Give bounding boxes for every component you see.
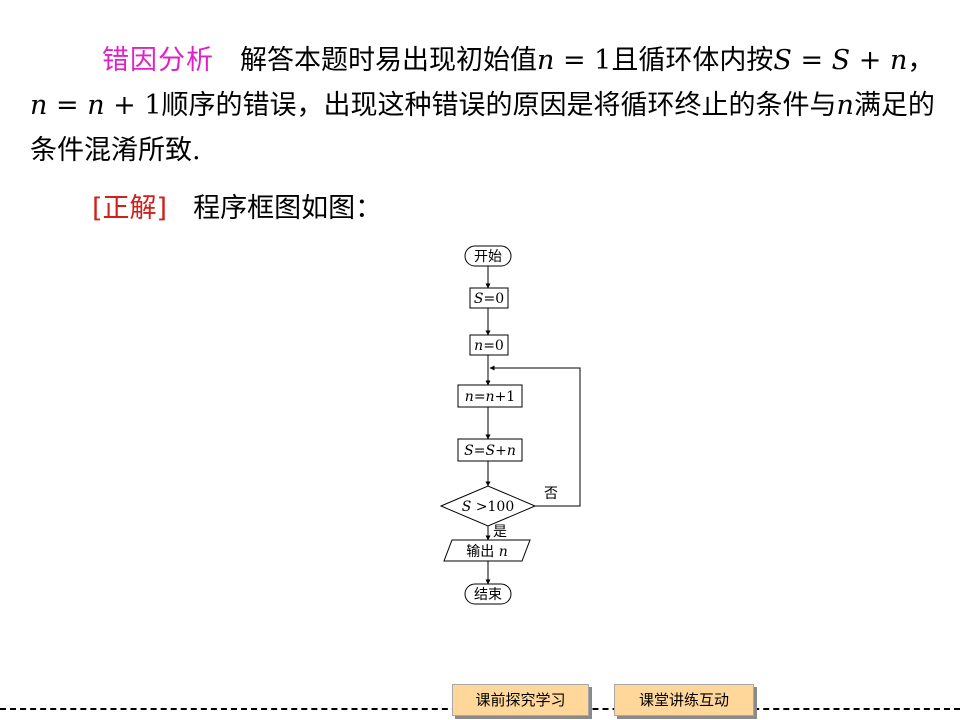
var-n: n — [889, 45, 908, 76]
text-segment: = 1且循环体内按 — [554, 45, 774, 76]
text-segment: + — [850, 45, 890, 76]
increment-n-label: n=n+1 — [465, 389, 515, 405]
text-segment: = — [791, 45, 832, 76]
text-segment: ， — [907, 45, 935, 76]
flowchart: 开始 S=0 n=0 n=n+1 S=S+n S >100 否 是 输出 n 结… — [439, 245, 581, 605]
next-section-button[interactable]: 课堂讲练互动 — [614, 684, 754, 716]
prev-section-button[interactable]: 课前探究学习 — [452, 684, 589, 716]
end-label: 结束 — [474, 587, 502, 603]
output-parallelogram — [443, 539, 531, 562]
var-s: S — [773, 45, 792, 76]
var-n: n — [836, 90, 854, 121]
init-s-label: S=0 — [474, 291, 504, 307]
yes-label: 是 — [493, 524, 507, 540]
text-segment: 解答本题时易出现初始值 — [240, 45, 537, 76]
condition-label: S >100 — [462, 499, 515, 515]
accumulate-s-label: S=S+n — [464, 443, 516, 459]
error-analysis-paragraph: 错因分析解答本题时易出现初始值n = 1且循环体内按S = S + n，n = … — [30, 38, 935, 173]
solution-paragraph: [正解] 程序框图如图： — [92, 186, 960, 231]
solution-text: 程序框图如图： — [193, 193, 383, 224]
var-s: S — [831, 45, 851, 76]
solution-tag: [正解] — [92, 193, 168, 224]
output-label: 输出 n — [466, 544, 507, 560]
text-segment: = — [47, 90, 88, 121]
loop-back-arrow — [489, 365, 581, 507]
var-n: n — [537, 45, 555, 76]
var-n: n — [30, 90, 48, 121]
text-segment: 满足的条件混淆所致. — [30, 90, 935, 166]
init-n-label: n=0 — [474, 338, 504, 354]
text-segment: + 1顺序的错误，出现这种错误的原因是将循环终止的条件与 — [104, 90, 837, 121]
start-label: 开始 — [474, 249, 502, 265]
var-n: n — [87, 90, 105, 121]
no-label: 否 — [544, 486, 558, 502]
error-analysis-tag: 错因分析 — [102, 45, 214, 76]
